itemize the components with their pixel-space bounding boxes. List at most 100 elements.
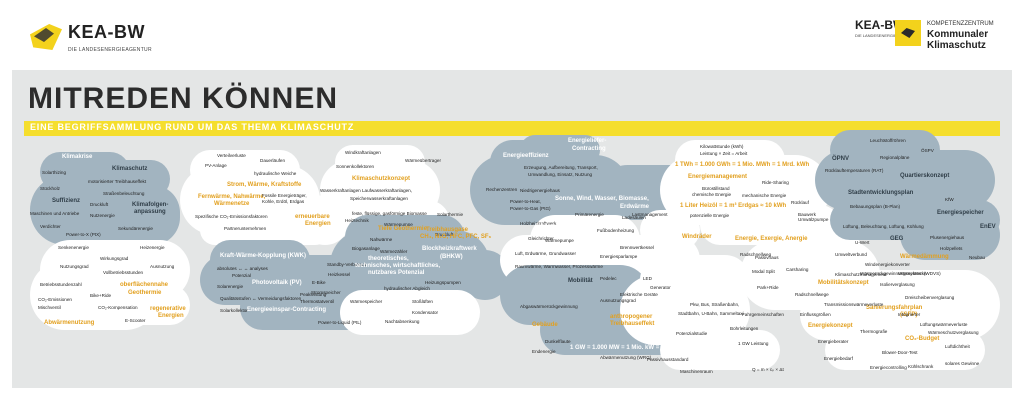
glossary-term: Carsharing <box>786 267 809 272</box>
glossary-term: Geothermie <box>128 290 162 296</box>
glossary-term: Erdwärme <box>620 204 650 210</box>
kompetenzzentrum-logo[interactable]: KEA-BW DIE LANDESENERGIEAGENTUR KOMPETEN… <box>855 18 1005 66</box>
glossary-term: anthropogener <box>610 314 653 320</box>
glossary-term: feste, flüssige, gasförmige Biomasse <box>352 211 427 216</box>
glossary-term: Heizkessel <box>328 272 351 277</box>
glossary-term: Rücklauftemperaturen (RAT) <box>825 168 884 173</box>
glossary-term: Power-to-Liquid (PtL) <box>318 320 362 325</box>
glossary-term: Regionalpläne <box>880 155 910 160</box>
glossary-term: Bebauungsplan (B-Plan) <box>850 204 901 209</box>
glossary-term: Windkraftanlagen <box>345 150 381 155</box>
glossary-term: Thermostatventil <box>300 299 334 304</box>
subtitle-strip <box>24 121 1000 136</box>
glossary-term: Bohrleitungen <box>730 326 759 331</box>
glossary-term: Abwärmenutzung (WRG) <box>600 355 652 360</box>
glossary-term: Wärmespeicher <box>350 299 383 304</box>
glossary-term: Fossile Energieträger, <box>262 193 307 198</box>
glossary-term: Treibhausgase <box>426 227 469 233</box>
glossary-term: Sanierungsfahrplan <box>866 305 923 311</box>
glossary-term: Spezifische CO₂-Emissionsfaktoren <box>195 214 268 219</box>
glossary-term: Passivhaus <box>755 255 779 260</box>
logo-name: KEA-BW <box>855 18 905 32</box>
glossary-term: Blockheizkraftwerk <box>422 246 477 252</box>
glossary-term: Leistung × Zeit = Arbeit <box>700 151 748 156</box>
glossary-term: Mobilitätskonzept <box>818 280 869 286</box>
glossary-term: Energieeinspar-Contracting <box>247 307 327 313</box>
glossary-term: Ladesäulen <box>622 215 646 220</box>
glossary-term: Heizungspumpen <box>425 280 461 285</box>
glossary-term: regenerative <box>150 306 186 312</box>
glossary-term: Mobilität <box>568 278 593 284</box>
glossary-term: Verdichter <box>40 224 61 229</box>
glossary-term: Energiekonzept <box>808 323 853 329</box>
glossary-term: Wärmedämmung <box>900 254 949 260</box>
glossary-term: Druckluft <box>90 202 109 207</box>
glossary-term: Stückholz <box>40 186 60 191</box>
kea-bw-logo[interactable]: KEA-BW DIE LANDESENERGIEAGENTUR <box>30 20 190 60</box>
glossary-term: Thermografie <box>860 329 888 334</box>
glossary-term: Lüftung, Beleuchtung, Lüftung, Kühlung <box>843 224 924 229</box>
glossary-term: Rechenzentren <box>486 187 518 192</box>
glossary-term: Wärmepumpe <box>545 238 574 243</box>
glossary-term: LED <box>643 276 652 281</box>
glossary-term: Nutzenergie <box>90 213 115 218</box>
glossary-term: Energie <box>655 230 678 236</box>
glossary-term: nutzbares Potenzial <box>368 270 425 276</box>
glossary-term: Radschnellweg <box>740 252 772 257</box>
glossary-term: Kohle, Erdöl, Erdgas <box>262 199 305 204</box>
blue-cloud-shape <box>900 210 1000 260</box>
glossary-term: CH₄, N₂O, HFC, PFC, SF₆ <box>420 234 492 240</box>
glossary-term: Heiztechnik <box>345 218 369 223</box>
glossary-term: Sekundärenergie <box>118 226 153 231</box>
glossary-term: Generator <box>650 285 671 290</box>
glossary-term: Energiesparlampe <box>600 254 638 259</box>
logo-line-1: KOMPETENZZENTRUM <box>927 21 994 27</box>
glossary-term: mechanische Energie <box>742 193 787 198</box>
glossary-term: Solarthizing <box>42 170 67 175</box>
glossary-term: Peakleistung <box>300 292 327 297</box>
glossary-term: hydraulischer Abgleich <box>384 286 430 291</box>
glossary-term: Ausnutzung <box>150 264 175 269</box>
glossary-term: Kondensator <box>412 310 439 315</box>
blue-cloud-shape <box>125 185 180 245</box>
page-subtitle: EINE BEGRIFFSAMMLUNG RUND UM DAS THEMA K… <box>30 122 355 132</box>
glossary-term: Brennwertkessel <box>620 245 654 250</box>
glossary-term: Nutzungsgrad <box>60 264 89 269</box>
glossary-term: Qualitätsstufen ↔ Vermeidungsfaktoren <box>220 296 302 301</box>
glossary-term: Contracting <box>572 146 606 152</box>
glossary-term: Rücklauf <box>791 200 809 205</box>
glossary-term: Power-to-Heat, <box>510 199 541 204</box>
glossary-term: Wärmeübertrager <box>405 158 441 163</box>
logo-subtitle: DIE LANDESENERGIEAGENTUR <box>855 33 917 38</box>
glossary-term: EnEV <box>980 224 996 230</box>
glossary-term: Klimaschutzmanagement <box>835 272 887 277</box>
glossary-term: Vollbetriebsstunden <box>103 270 144 275</box>
glossary-term: erneuerbare <box>295 214 330 220</box>
glossary-term: Stadtbahn, U-Bahn, Sammeltaxi <box>678 311 744 316</box>
glossary-term: Gleichrichter <box>528 236 554 241</box>
glossary-term: Umweltverbund <box>835 252 867 257</box>
glossary-term: Windenergiekonverter <box>865 262 910 267</box>
glossary-term: Verteilverluste <box>217 153 246 158</box>
glossary-term: Wärmerückgewinnungssystem (WDVS) <box>860 271 941 276</box>
glossary-term: Sonnenkollektoren <box>336 164 375 169</box>
glossary-term: Raumwärme, Warmwasser, Prozesswärme <box>515 264 603 269</box>
glossary-term: 1 GW = 1.000 MW = 1 Mio. kW = 1 Mrd. Wat… <box>570 345 693 351</box>
glossary-term: Niedrigenergiehaus <box>520 188 560 193</box>
glossary-term: 1 Liter Heizöl = 1 m³ Erdgas ≈ 10 kWh <box>680 203 787 209</box>
glossary-term: KfW <box>945 197 954 202</box>
white-cloud-shape <box>120 285 190 325</box>
glossary-term: 1 TWh = 1.000 GWh = 1 Mio. MWh = 1 Mrd. … <box>675 162 810 168</box>
glossary-term: Bike+Ride <box>90 293 112 298</box>
glossary-term: Senkenenergie <box>58 245 89 250</box>
glossary-term: E-Bike <box>312 280 326 285</box>
logo-line-3: Klimaschutz <box>927 40 986 51</box>
logo-line-2: Kommunaler <box>927 29 989 40</box>
glossary-term: CO₂-Kompensation <box>98 305 138 310</box>
glossary-term: Power-to-X (PtX) <box>66 232 101 237</box>
glossary-term: Integrierter <box>898 312 921 317</box>
glossary-term: Nahwärme <box>370 237 393 242</box>
glossary-term: Potenzial <box>232 273 251 278</box>
glossary-term: Wärmenetze <box>214 201 250 207</box>
glossary-term: (iSFP) <box>900 312 918 318</box>
